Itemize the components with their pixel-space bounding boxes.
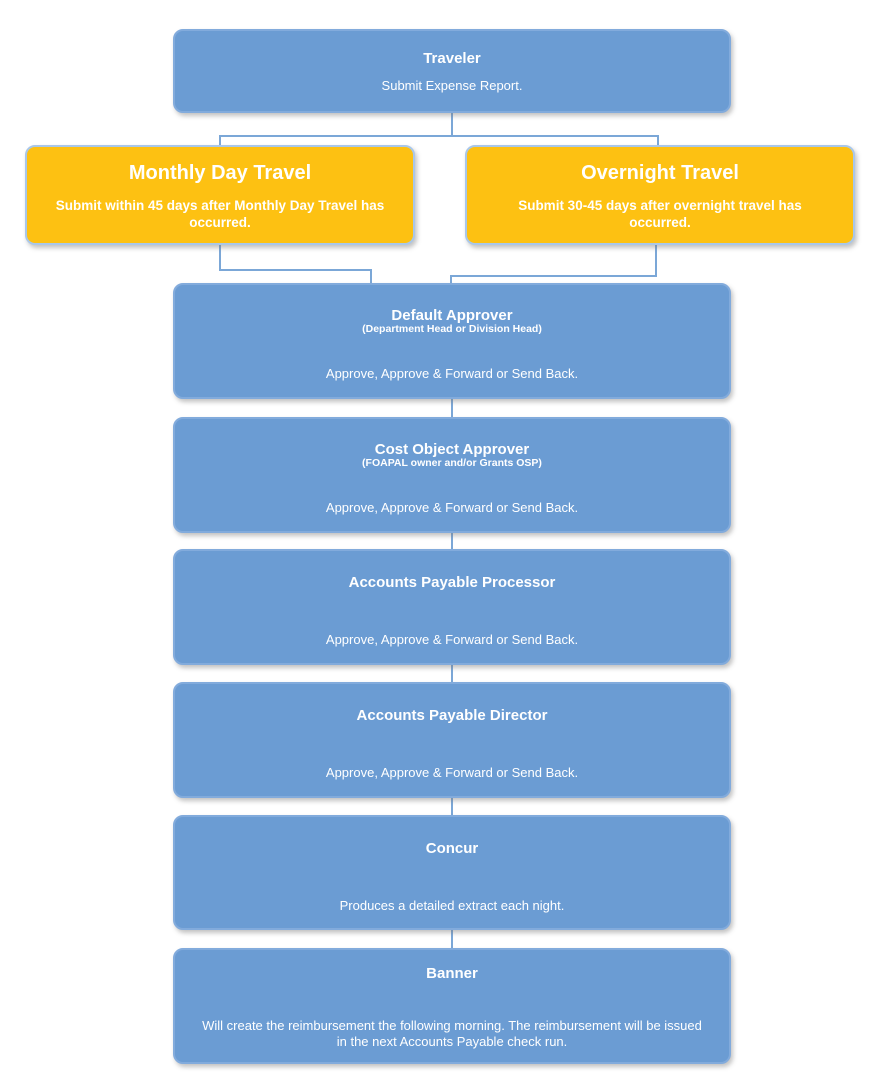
node-title: Banner — [426, 965, 478, 982]
connector-processor-director — [451, 665, 453, 682]
node-accounts-payable-director: Accounts Payable Director Approve, Appro… — [173, 682, 731, 798]
connector-director-concur — [451, 798, 453, 815]
node-subtitle: (FOAPAL owner and/or Grants OSP) — [362, 457, 542, 469]
node-title: Monthly Day Travel — [128, 162, 312, 184]
connector-concur-banner — [451, 930, 453, 948]
node-title: Accounts Payable Director — [356, 707, 548, 724]
connector-overnight-horizontal — [450, 275, 657, 277]
node-body: Submit 30-45 days after overnight travel… — [518, 198, 802, 230]
connector-cost-processor — [451, 533, 453, 549]
node-subtitle: (Department Head or Division Head) — [362, 323, 542, 335]
node-title: Cost Object Approver — [374, 441, 530, 458]
connector-branch-right-drop — [657, 135, 659, 145]
node-body: Submit within 45 days after Monthly Day … — [55, 198, 385, 230]
node-title: Concur — [425, 840, 479, 857]
node-banner: Banner Will create the reimbursement the… — [173, 948, 731, 1064]
node-body: Approve, Approve & Forward or Send Back. — [325, 366, 579, 381]
connector-branch-horizontal — [219, 135, 659, 137]
connector-default-cost — [451, 399, 453, 417]
node-body: Submit Expense Report. — [381, 78, 523, 93]
connector-traveler-down — [451, 113, 453, 136]
node-body: Approve, Approve & Forward or Send Back. — [325, 765, 579, 780]
node-title: Default Approver — [391, 307, 513, 324]
connector-monthly-down — [219, 245, 221, 271]
connector-monthly-drop — [370, 269, 372, 283]
node-body: Will create the reimbursement the follow… — [202, 1018, 702, 1050]
node-body: Produces a detailed extract each night. — [339, 898, 565, 913]
connector-branch-left-drop — [219, 135, 221, 145]
node-traveler: Traveler Submit Expense Report. — [173, 29, 731, 113]
connector-overnight-down — [655, 245, 657, 277]
node-title: Overnight Travel — [581, 162, 739, 184]
node-body: Approve, Approve & Forward or Send Back. — [325, 632, 579, 647]
node-body: Approve, Approve & Forward or Send Back. — [325, 500, 579, 515]
node-accounts-payable-processor: Accounts Payable Processor Approve, Appr… — [173, 549, 731, 665]
connector-monthly-horizontal — [219, 269, 372, 271]
node-cost-object-approver: Cost Object Approver (FOAPAL owner and/o… — [173, 417, 731, 533]
connector-overnight-drop — [450, 275, 452, 283]
node-overnight-travel: Overnight Travel Submit 30-45 days after… — [465, 145, 855, 245]
node-concur: Concur Produces a detailed extract each … — [173, 815, 731, 930]
node-monthly-day-travel: Monthly Day Travel Submit within 45 days… — [25, 145, 415, 245]
node-title: Traveler — [423, 50, 481, 67]
node-title: Accounts Payable Processor — [348, 574, 556, 591]
node-default-approver: Default Approver (Department Head or Div… — [173, 283, 731, 399]
